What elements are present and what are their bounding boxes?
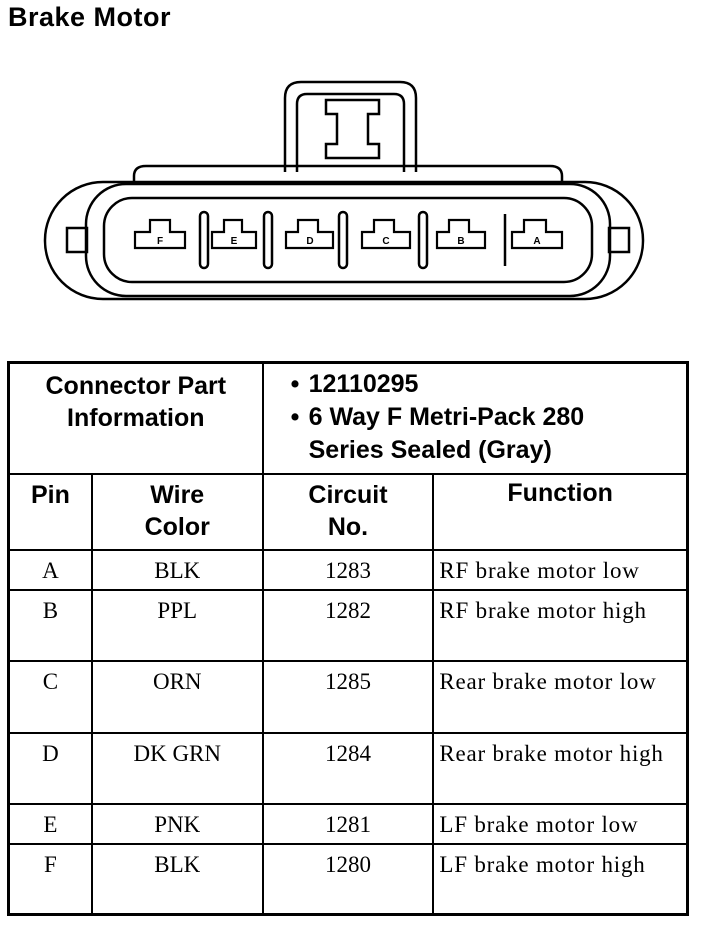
table-row: E PNK 1281 LF brake motor low xyxy=(7,802,689,845)
pin-cell: F xyxy=(7,842,93,916)
connector-housing xyxy=(43,180,645,301)
cavity-label-b: B xyxy=(457,236,464,247)
locking-tab xyxy=(283,80,418,172)
pinout-table: Connector Part Information •12110295 •6 … xyxy=(7,361,689,916)
col-header-function: Function xyxy=(432,472,689,551)
table-row: A BLK 1283 RF brake motor low xyxy=(7,548,689,591)
table-row: B PPL 1282 RF brake motor high xyxy=(7,588,689,662)
table-row: D DK GRN 1284 Rear brake motor high xyxy=(7,731,689,805)
col-header-pin: Pin xyxy=(7,472,93,551)
part-info-label: Connector Part Information xyxy=(7,361,264,475)
table-row: C ORN 1285 Rear brake motor low xyxy=(7,659,689,734)
cavity-c xyxy=(360,218,412,250)
cavity-label-e: E xyxy=(231,236,238,247)
pin-cell: C xyxy=(7,659,93,734)
connector-diagram: F E D C B A xyxy=(43,80,645,301)
circuit-cell: 1281 xyxy=(261,802,435,845)
wire-color-cell: BLK xyxy=(90,842,264,916)
cavity-e xyxy=(210,218,258,250)
pin-cell: D xyxy=(7,731,93,805)
wire-color-cell: PPL xyxy=(90,588,264,662)
function-cell: LF brake motor high xyxy=(432,842,689,916)
function-cell: RF brake motor low xyxy=(432,548,689,591)
side-ear-left xyxy=(65,226,89,254)
function-cell: RF brake motor high xyxy=(432,588,689,662)
cavity-d xyxy=(284,218,335,250)
cavity-b xyxy=(435,218,487,250)
page-title: Brake Motor xyxy=(8,2,172,32)
side-ear-right xyxy=(607,226,631,254)
cavity-label-a: A xyxy=(533,236,540,247)
pin-cell: A xyxy=(7,548,93,591)
circuit-cell: 1285 xyxy=(261,659,435,734)
part-info-row: Connector Part Information •12110295 •6 … xyxy=(7,361,689,475)
circuit-cell: 1284 xyxy=(261,731,435,805)
cavity-a xyxy=(510,218,564,250)
circuit-cell: 1280 xyxy=(261,842,435,916)
cavity-label-f: F xyxy=(157,236,163,247)
wire-color-cell: DK GRN xyxy=(90,731,264,805)
wire-color-cell: ORN xyxy=(90,659,264,734)
circuit-cell: 1282 xyxy=(261,588,435,662)
pin-cell: E xyxy=(7,802,93,845)
cavity-label-d: D xyxy=(306,236,313,247)
circuit-cell: 1283 xyxy=(261,548,435,591)
function-cell: LF brake motor low xyxy=(432,802,689,845)
wire-color-cell: PNK xyxy=(90,802,264,845)
part-info-details: •12110295 •6 Way F Metri-Pack 280 Series… xyxy=(261,361,689,475)
table-row: F BLK 1280 LF brake motor high xyxy=(7,842,689,916)
wire-color-cell: BLK xyxy=(90,548,264,591)
cavity-f xyxy=(133,218,187,250)
part-description-2: Series Sealed (Gray) xyxy=(308,436,552,464)
cavity-label-c: C xyxy=(382,236,389,247)
part-number: 12110295 xyxy=(308,370,419,398)
pin-cell: B xyxy=(7,588,93,662)
part-description-1: 6 Way F Metri-Pack 280 xyxy=(308,403,585,431)
function-cell: Rear brake motor high xyxy=(432,731,689,805)
function-cell: Rear brake motor low xyxy=(432,659,689,734)
latch-icon xyxy=(324,98,381,160)
